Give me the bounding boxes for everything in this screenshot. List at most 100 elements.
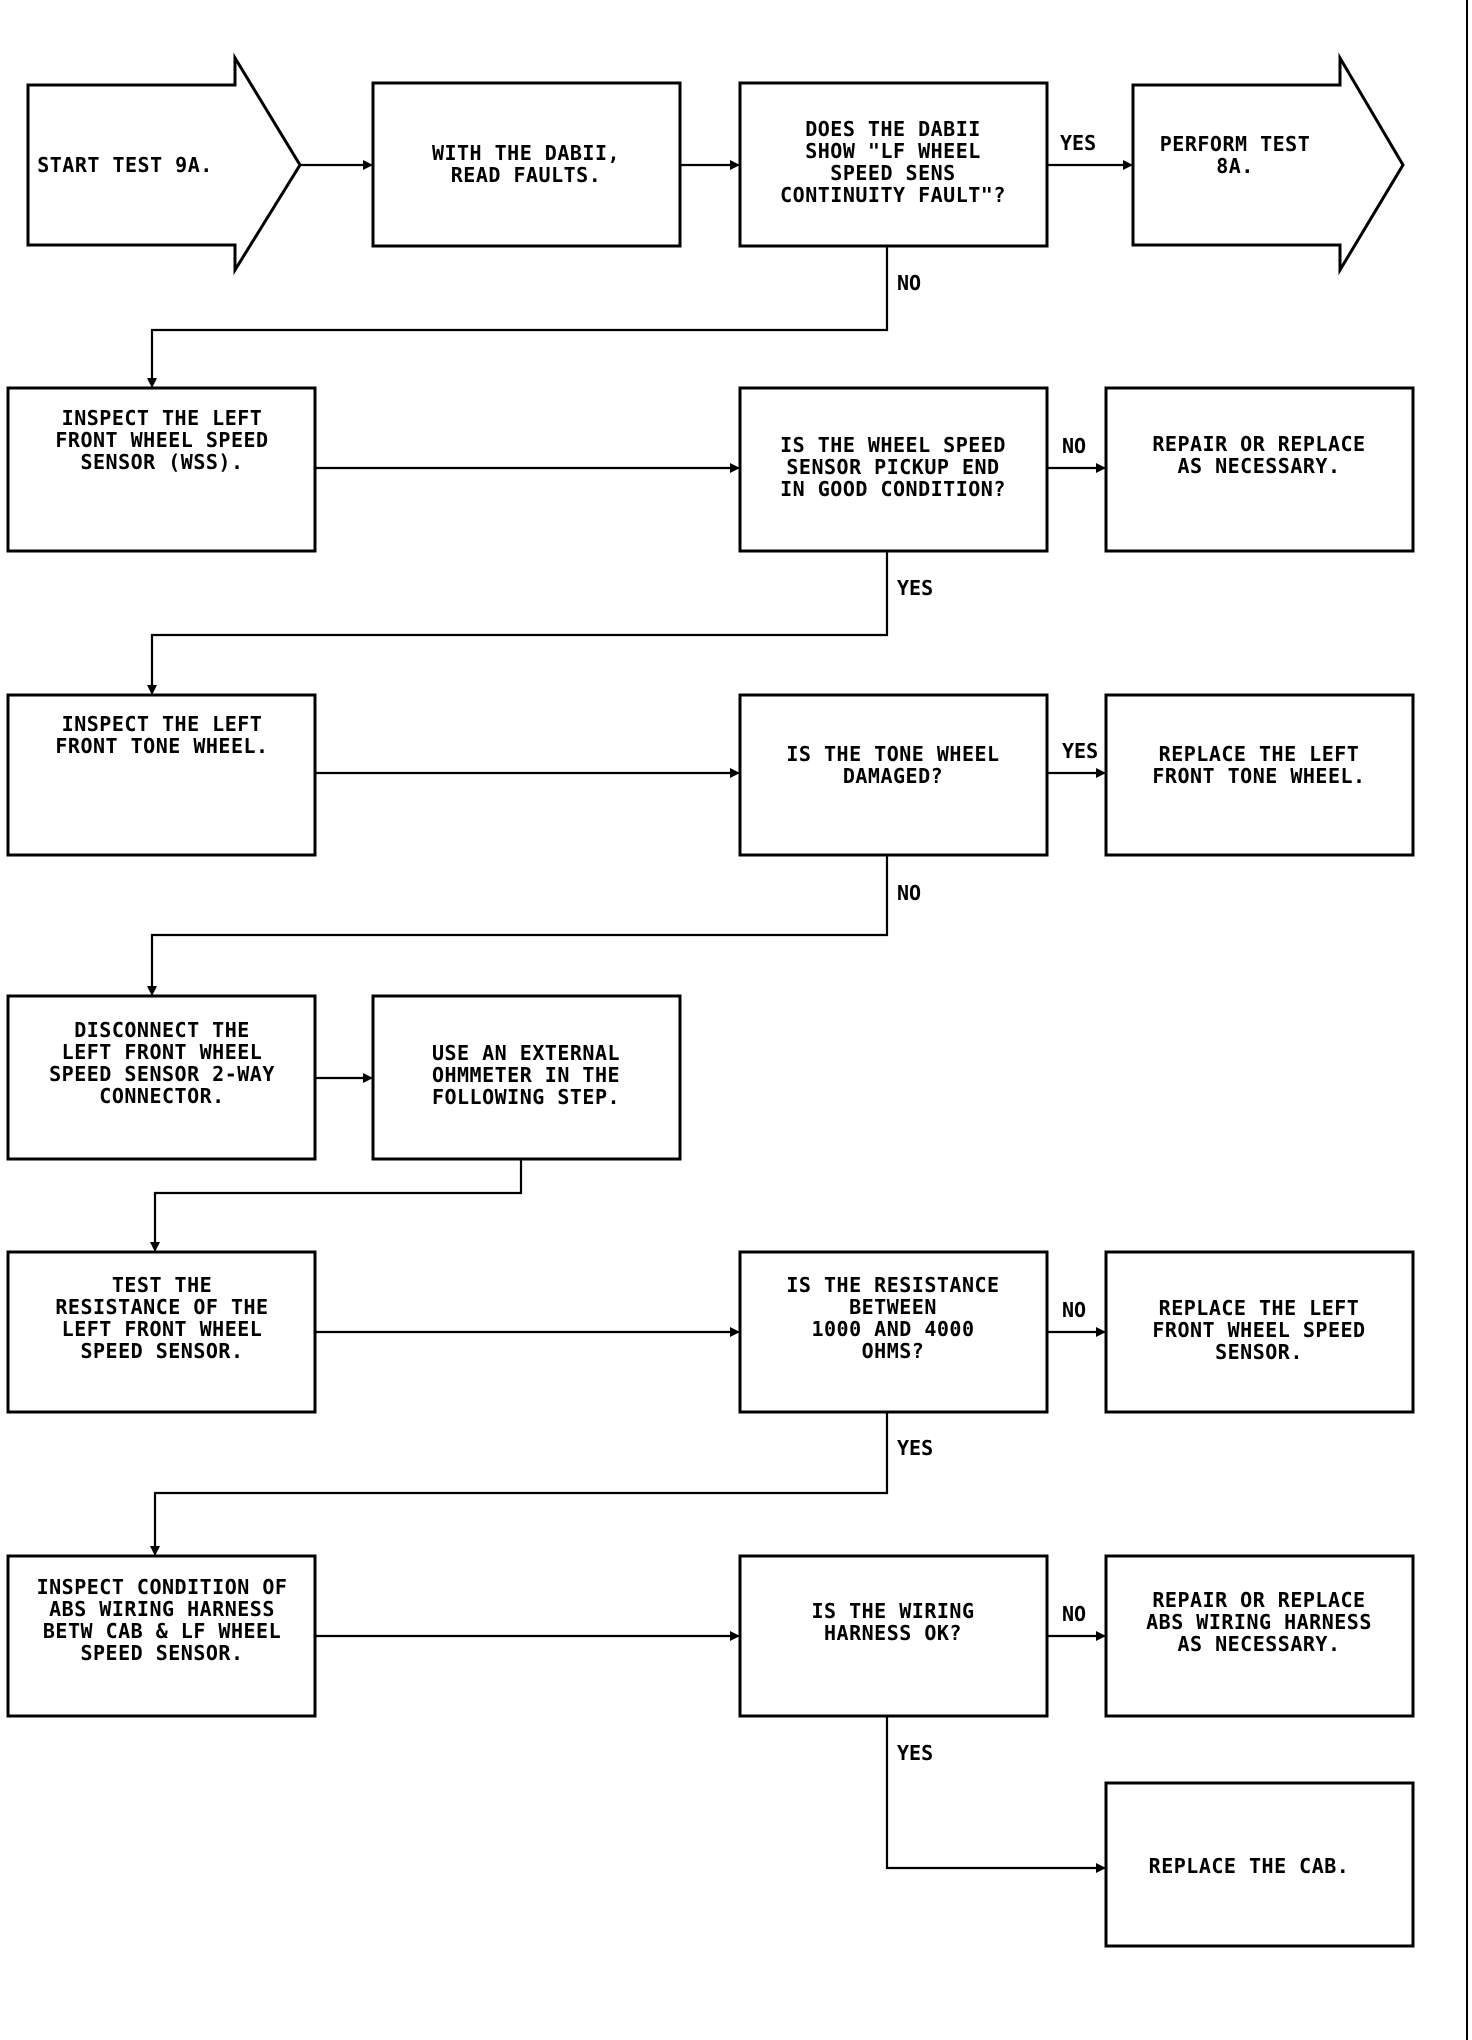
arrowhead-tone-yes	[1096, 768, 1106, 778]
test-resistance-box	[6, 1250, 317, 1414]
node-text-line: ABS WIRING HARNESS	[1146, 1610, 1372, 1634]
node-text-line: PERFORM TEST	[1160, 132, 1311, 156]
label-yes-perform: YES	[1060, 131, 1096, 155]
arrowhead-inspect-harness-q	[730, 1631, 740, 1641]
node-text-line: SPEED SENSOR.	[80, 1641, 243, 1665]
edge-ohm-test	[153, 1159, 523, 1244]
node-text-line: SENSOR.	[1215, 1340, 1303, 1364]
replace-tone-box	[1104, 693, 1415, 857]
node-text-line: SPEED SENSOR 2-WAY	[49, 1062, 275, 1086]
repair-sensor-box	[1104, 386, 1415, 553]
arrowhead-inspect-tone-q	[730, 768, 740, 778]
arrowhead-ohm-test	[150, 1242, 160, 1252]
node-text-line: INSPECT CONDITION OF	[37, 1575, 288, 1599]
arrowhead-harness-no	[1096, 1631, 1106, 1641]
node-text-line: DOES THE DABII	[805, 117, 981, 141]
node-text-line: FRONT WHEEL SPEED	[1152, 1318, 1365, 1342]
node-replace-cab: REPLACE THE CAB.	[1149, 1854, 1350, 1878]
node-text-line: REPLACE THE CAB.	[1149, 1854, 1350, 1878]
inspect-tone-box	[6, 693, 317, 857]
q-tone-box	[738, 693, 1049, 857]
inspect-wss-box	[6, 386, 317, 553]
label-yes-resistance: YES	[897, 1436, 933, 1460]
arrowhead-q-no-inspect	[147, 378, 157, 388]
start-arrow-shape	[26, 52, 302, 276]
arrowhead-resistance-yes	[150, 1546, 160, 1556]
label-yes-harness: YES	[897, 1741, 933, 1765]
label-no-tone: NO	[897, 881, 921, 905]
node-text-line: CONNECTOR.	[99, 1084, 224, 1108]
repair-harness-box	[1104, 1554, 1415, 1718]
node-text-line: FRONT WHEEL SPEED	[55, 428, 268, 452]
edge-pickup-yes	[150, 551, 889, 687]
node-text-line: WITH THE DABII,	[432, 141, 620, 165]
arrowhead-inspect-wss-q	[730, 463, 740, 473]
node-text-line: REPAIR OR REPLACE	[1152, 432, 1365, 456]
node-text-line: FRONT TONE WHEEL.	[1152, 764, 1365, 788]
q-pickup-box	[738, 386, 1049, 553]
disconnect-box	[6, 994, 317, 1161]
perform-8a-arrow-shape	[1131, 52, 1405, 276]
edge-resistance-yes	[153, 1412, 889, 1548]
edge-harness-yes	[885, 1716, 1098, 1870]
arrowhead-disconnect-ohm	[363, 1073, 373, 1083]
node-text-line: BETW CAB & LF WHEEL	[43, 1619, 281, 1643]
node-text-line: 1000 AND 4000	[811, 1317, 974, 1341]
node-text-line: AS NECESSARY.	[1177, 454, 1340, 478]
node-text-line: HARNESS OK?	[824, 1621, 962, 1645]
node-text-line: RESISTANCE OF THE	[55, 1295, 268, 1319]
arrowhead-tone-no	[147, 986, 157, 996]
node-start: START TEST 9A.	[37, 153, 213, 177]
node-text-line: START TEST 9A.	[37, 153, 213, 177]
node-text-line: REPLACE THE LEFT	[1159, 742, 1360, 766]
node-text-line: TEST THE	[112, 1273, 212, 1297]
node-text-line: ABS WIRING HARNESS	[49, 1597, 275, 1621]
node-text-line: INSPECT THE LEFT	[62, 406, 263, 430]
label-no-continuity: NO	[897, 271, 921, 295]
node-text-line: INSPECT THE LEFT	[62, 712, 263, 736]
node-text-line: REPLACE THE LEFT	[1159, 1296, 1360, 1320]
label-no-harness: NO	[1062, 1602, 1086, 1626]
node-text-line: SENSOR (WSS).	[80, 450, 243, 474]
arrowhead-resistance-no	[1096, 1327, 1106, 1337]
label-no-pickup: NO	[1062, 434, 1086, 458]
node-text-line: IS THE WHEEL SPEED	[780, 433, 1006, 457]
edge-q-no-inspect	[150, 246, 889, 380]
arrowhead-harness-yes	[1096, 1863, 1106, 1873]
node-text-line: DAMAGED?	[843, 764, 943, 788]
node-text-line: DISCONNECT THE	[74, 1018, 250, 1042]
node-text-line: SPEED SENS	[830, 161, 955, 185]
node-text-line: IS THE WIRING	[811, 1599, 974, 1623]
node-read-faults: WITH THE DABII,READ FAULTS.	[432, 141, 620, 187]
arrowhead-pickup-yes	[147, 685, 157, 695]
node-text-line: LEFT FRONT WHEEL	[62, 1317, 263, 1341]
label-yes-pickup: YES	[897, 576, 933, 600]
inspect-harness-box	[6, 1554, 317, 1718]
node-text-line: REPAIR OR REPLACE	[1152, 1588, 1365, 1612]
node-text-line: SENSOR PICKUP END	[786, 455, 999, 479]
node-text-line: USE AN EXTERNAL	[432, 1041, 620, 1065]
node-text-line: FOLLOWING STEP.	[432, 1085, 620, 1109]
label-yes-tone: YES	[1062, 739, 1098, 763]
node-text-line: CONTINUITY FAULT"?	[780, 183, 1006, 207]
arrowhead-pickup-no	[1096, 463, 1106, 473]
label-no-resistance: NO	[1062, 1298, 1086, 1322]
read-faults-box	[371, 81, 682, 248]
replace-cab-box	[1104, 1781, 1415, 1948]
